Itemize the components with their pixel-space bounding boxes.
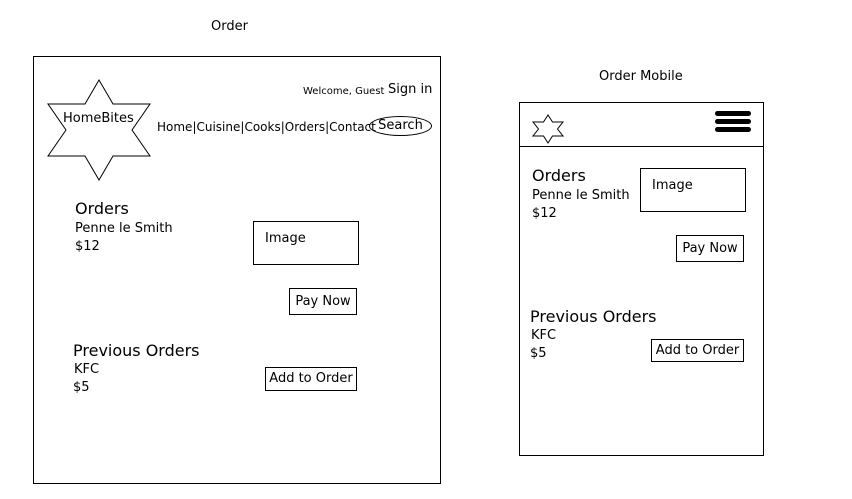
mobile-header-divider [519, 146, 764, 147]
order-image-placeholder: Image [253, 221, 359, 265]
welcome-text: Welcome, Guest [303, 86, 385, 97]
hamburger-menu-icon[interactable] [715, 111, 751, 133]
mobile-orders-heading: Orders [532, 166, 586, 185]
order-item-name: Penne le Smith [75, 221, 173, 236]
search-button[interactable]: Search [369, 116, 432, 136]
desktop-title: Order [211, 19, 248, 34]
orders-heading: Orders [75, 199, 129, 218]
mobile-order-image-placeholder: Image [640, 168, 746, 212]
previous-item-price: $5 [73, 380, 90, 395]
search-label: Search [378, 118, 423, 133]
nav-bar: Home|Cuisine|Cooks|Orders|Contact [157, 120, 376, 134]
nav-item-cuisine[interactable]: Cuisine [196, 120, 241, 134]
previous-item-name: KFC [74, 362, 100, 377]
mobile-logo-star-icon[interactable] [531, 114, 565, 144]
logo-star-icon [47, 79, 151, 181]
mobile-previous-orders-heading: Previous Orders [530, 307, 657, 326]
mobile-add-to-order-button[interactable]: Add to Order [651, 339, 744, 362]
mobile-order-item-price: $12 [532, 206, 557, 221]
nav-item-contact[interactable]: Contact [329, 120, 376, 134]
mobile-previous-item-price: $5 [530, 346, 547, 361]
sign-in-link[interactable]: Sign in [388, 82, 433, 97]
mobile-title: Order Mobile [599, 69, 683, 84]
nav-item-cooks[interactable]: Cooks [244, 120, 281, 134]
order-item-price: $12 [75, 239, 100, 254]
mobile-frame [519, 102, 764, 456]
logo-text[interactable]: HomeBites [63, 111, 134, 126]
pay-now-button[interactable]: Pay Now [289, 288, 357, 315]
image-label: Image [265, 231, 306, 246]
add-to-order-button[interactable]: Add to Order [265, 367, 357, 391]
mobile-image-label: Image [652, 178, 693, 193]
mobile-order-item-name: Penne le Smith [532, 188, 630, 203]
previous-orders-heading: Previous Orders [73, 341, 200, 360]
mobile-previous-item-name: KFC [531, 328, 557, 343]
nav-item-home[interactable]: Home [157, 120, 193, 134]
mobile-pay-now-button[interactable]: Pay Now [676, 235, 744, 262]
nav-item-orders[interactable]: Orders [284, 120, 326, 134]
